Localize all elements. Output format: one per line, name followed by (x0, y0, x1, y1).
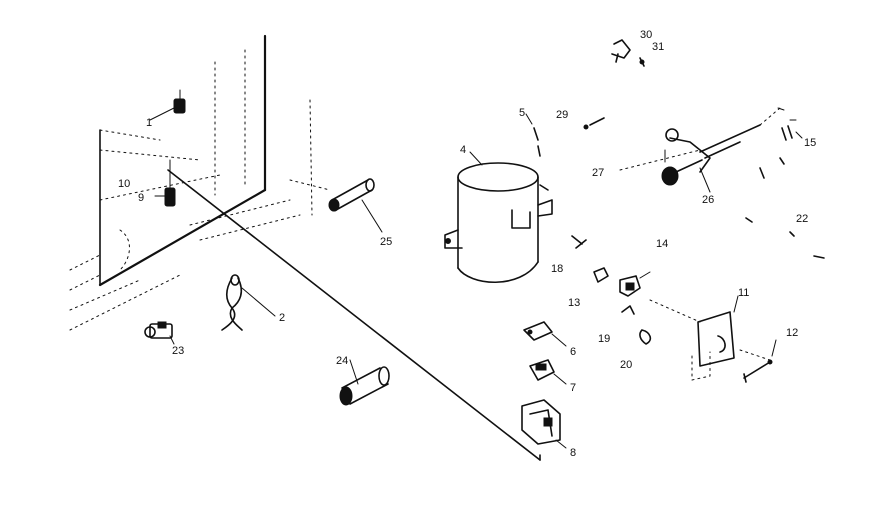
part-24-capacitor (339, 359, 390, 406)
part-4-compressor (444, 151, 553, 283)
part-9-valve (154, 159, 176, 207)
part-8-cover (521, 399, 567, 449)
part-12-screw (743, 339, 777, 383)
label-2: 2 (279, 312, 285, 324)
label-7: 7 (570, 382, 576, 394)
cabinet-frame (69, 34, 331, 331)
label-9: 9 (138, 192, 144, 204)
part-29-bolt (583, 117, 605, 130)
label-4: 4 (460, 144, 466, 156)
label-24: 24 (336, 355, 348, 367)
label-12: 12 (786, 327, 798, 339)
label-10: 10 (118, 178, 130, 190)
label-30: 30 (640, 29, 652, 41)
label-15: 15 (804, 137, 816, 149)
part-30-bracket (611, 39, 645, 67)
label-13: 13 (568, 297, 580, 309)
label-19: 19 (598, 333, 610, 345)
part-13-overload (593, 267, 651, 297)
part-7-connector (529, 359, 567, 385)
part-23-relay (144, 321, 175, 345)
label-6: 6 (570, 346, 576, 358)
label-29: 29 (556, 109, 568, 121)
part-18-clip (571, 235, 587, 249)
part-5-screws (525, 113, 541, 157)
part-15-fitting (777, 107, 803, 141)
part-1-knob (149, 89, 186, 121)
label-20: 20 (620, 359, 632, 371)
part-2-clip (221, 274, 276, 331)
part-19-clip (621, 305, 652, 345)
label-8: 8 (570, 447, 576, 459)
label-18: 18 (551, 263, 563, 275)
label-31: 31 (652, 41, 664, 53)
diagonal-rod (167, 169, 541, 461)
label-25: 25 (380, 236, 392, 248)
label-27: 27 (592, 167, 604, 179)
label-23: 23 (172, 345, 184, 357)
callout-labels: 1 2 4 5 6 7 8 9 10 11 12 13 14 15 18 19 … (118, 29, 816, 459)
label-11: 11 (738, 287, 749, 299)
part-25-tube (328, 178, 383, 233)
part-26-tubing (619, 107, 781, 193)
part-6-terminal (523, 321, 567, 347)
label-14: 14 (656, 238, 668, 250)
label-22: 22 (796, 213, 808, 225)
label-5: 5 (519, 107, 525, 119)
part-11-bracket (649, 295, 771, 381)
label-1: 1 (146, 117, 152, 129)
label-26: 26 (702, 194, 714, 206)
